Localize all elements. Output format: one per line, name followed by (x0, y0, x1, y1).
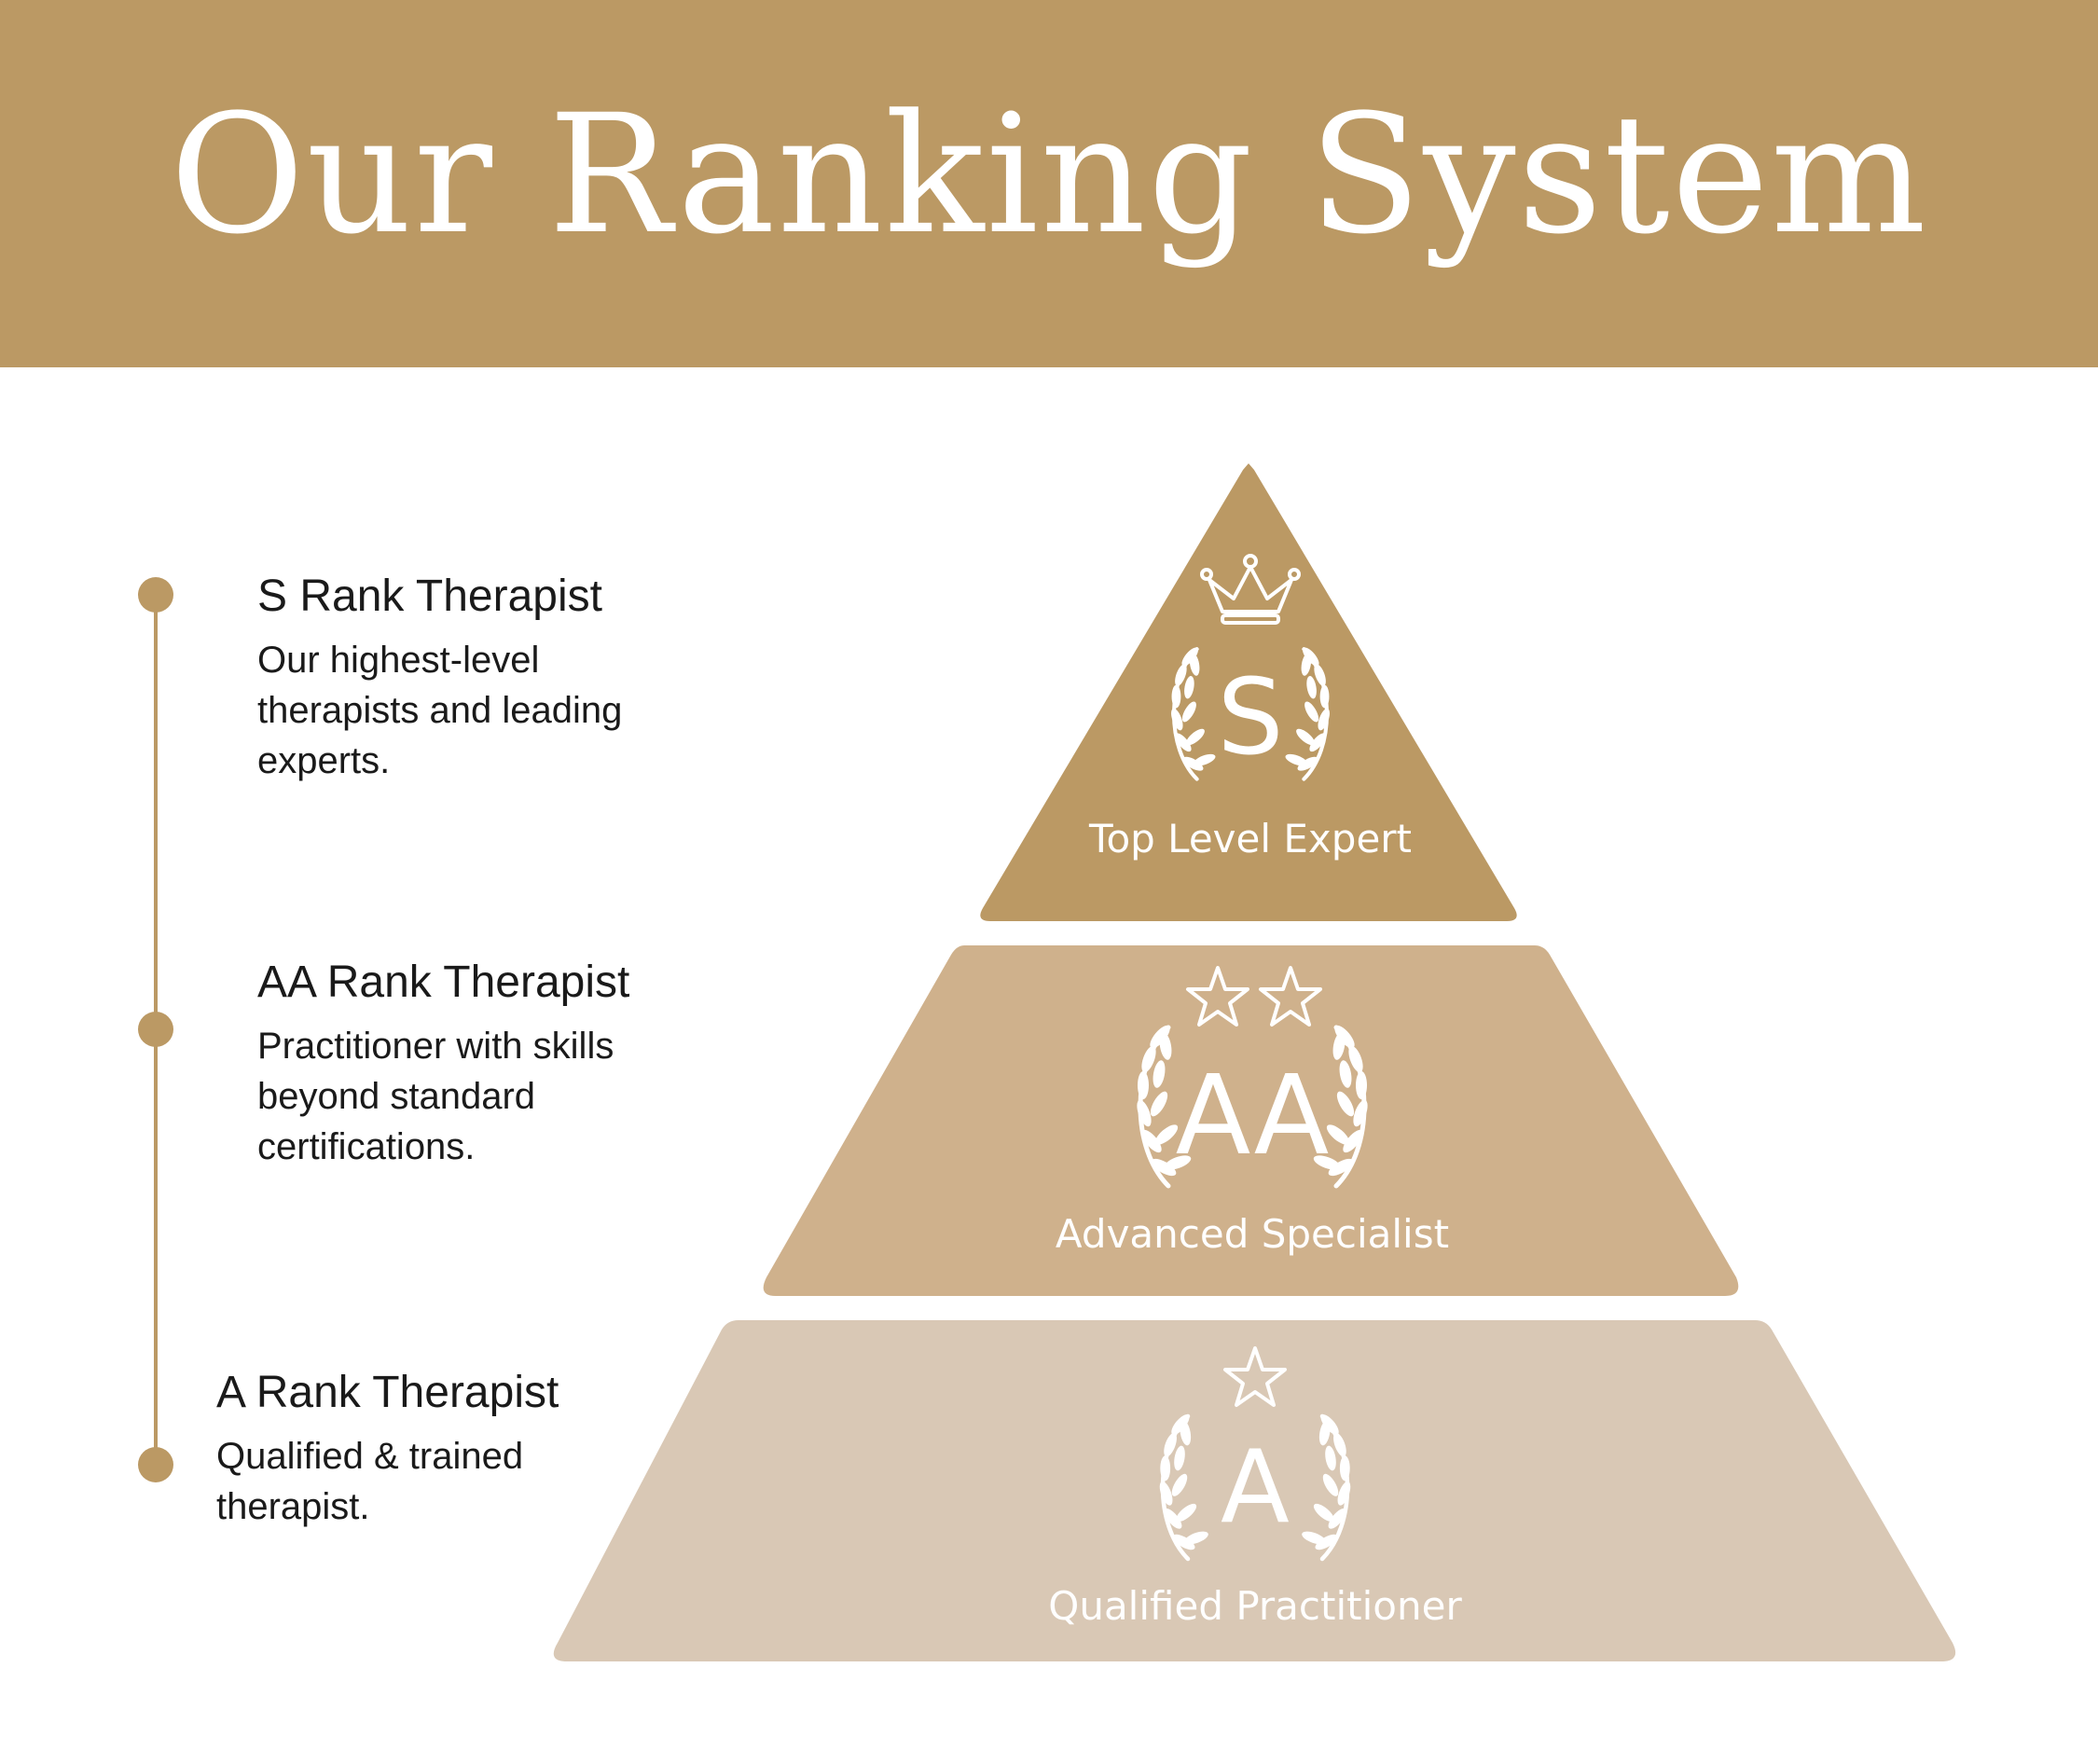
tier-label-a: Qualified Practitioner (1048, 1583, 1462, 1629)
s-rank-title: S Rank Therapist (257, 572, 602, 621)
header-banner: Our Ranking System (0, 0, 2098, 367)
badge-letter-a: A (1221, 1429, 1290, 1546)
badge-letter-s: S (1217, 657, 1283, 779)
s-rank-description: Our highest-level therapists and leading… (257, 640, 623, 781)
tier-s (980, 463, 1517, 921)
tier-a (553, 1320, 1956, 1661)
aa-rank-title: AA Rank Therapist (257, 958, 630, 1007)
tier-aa (763, 945, 1739, 1296)
aa-rank-description: Practitioner with skills beyond standard… (257, 1026, 614, 1167)
timeline-dot-aa (138, 1012, 173, 1047)
timeline-dot-s (138, 577, 173, 613)
crown-icon (1200, 554, 1301, 625)
tier-label-aa: Advanced Specialist (1056, 1211, 1449, 1257)
a-rank-title: A Rank Therapist (216, 1368, 559, 1417)
badge-letter-aa: AA (1176, 1051, 1330, 1179)
tier-label-s: Top Level Expert (1088, 816, 1412, 861)
page-title: Our Ranking System (170, 78, 1928, 270)
a-rank-description: Qualified & trained therapist. (216, 1436, 524, 1527)
timeline-dot-a (138, 1447, 173, 1482)
